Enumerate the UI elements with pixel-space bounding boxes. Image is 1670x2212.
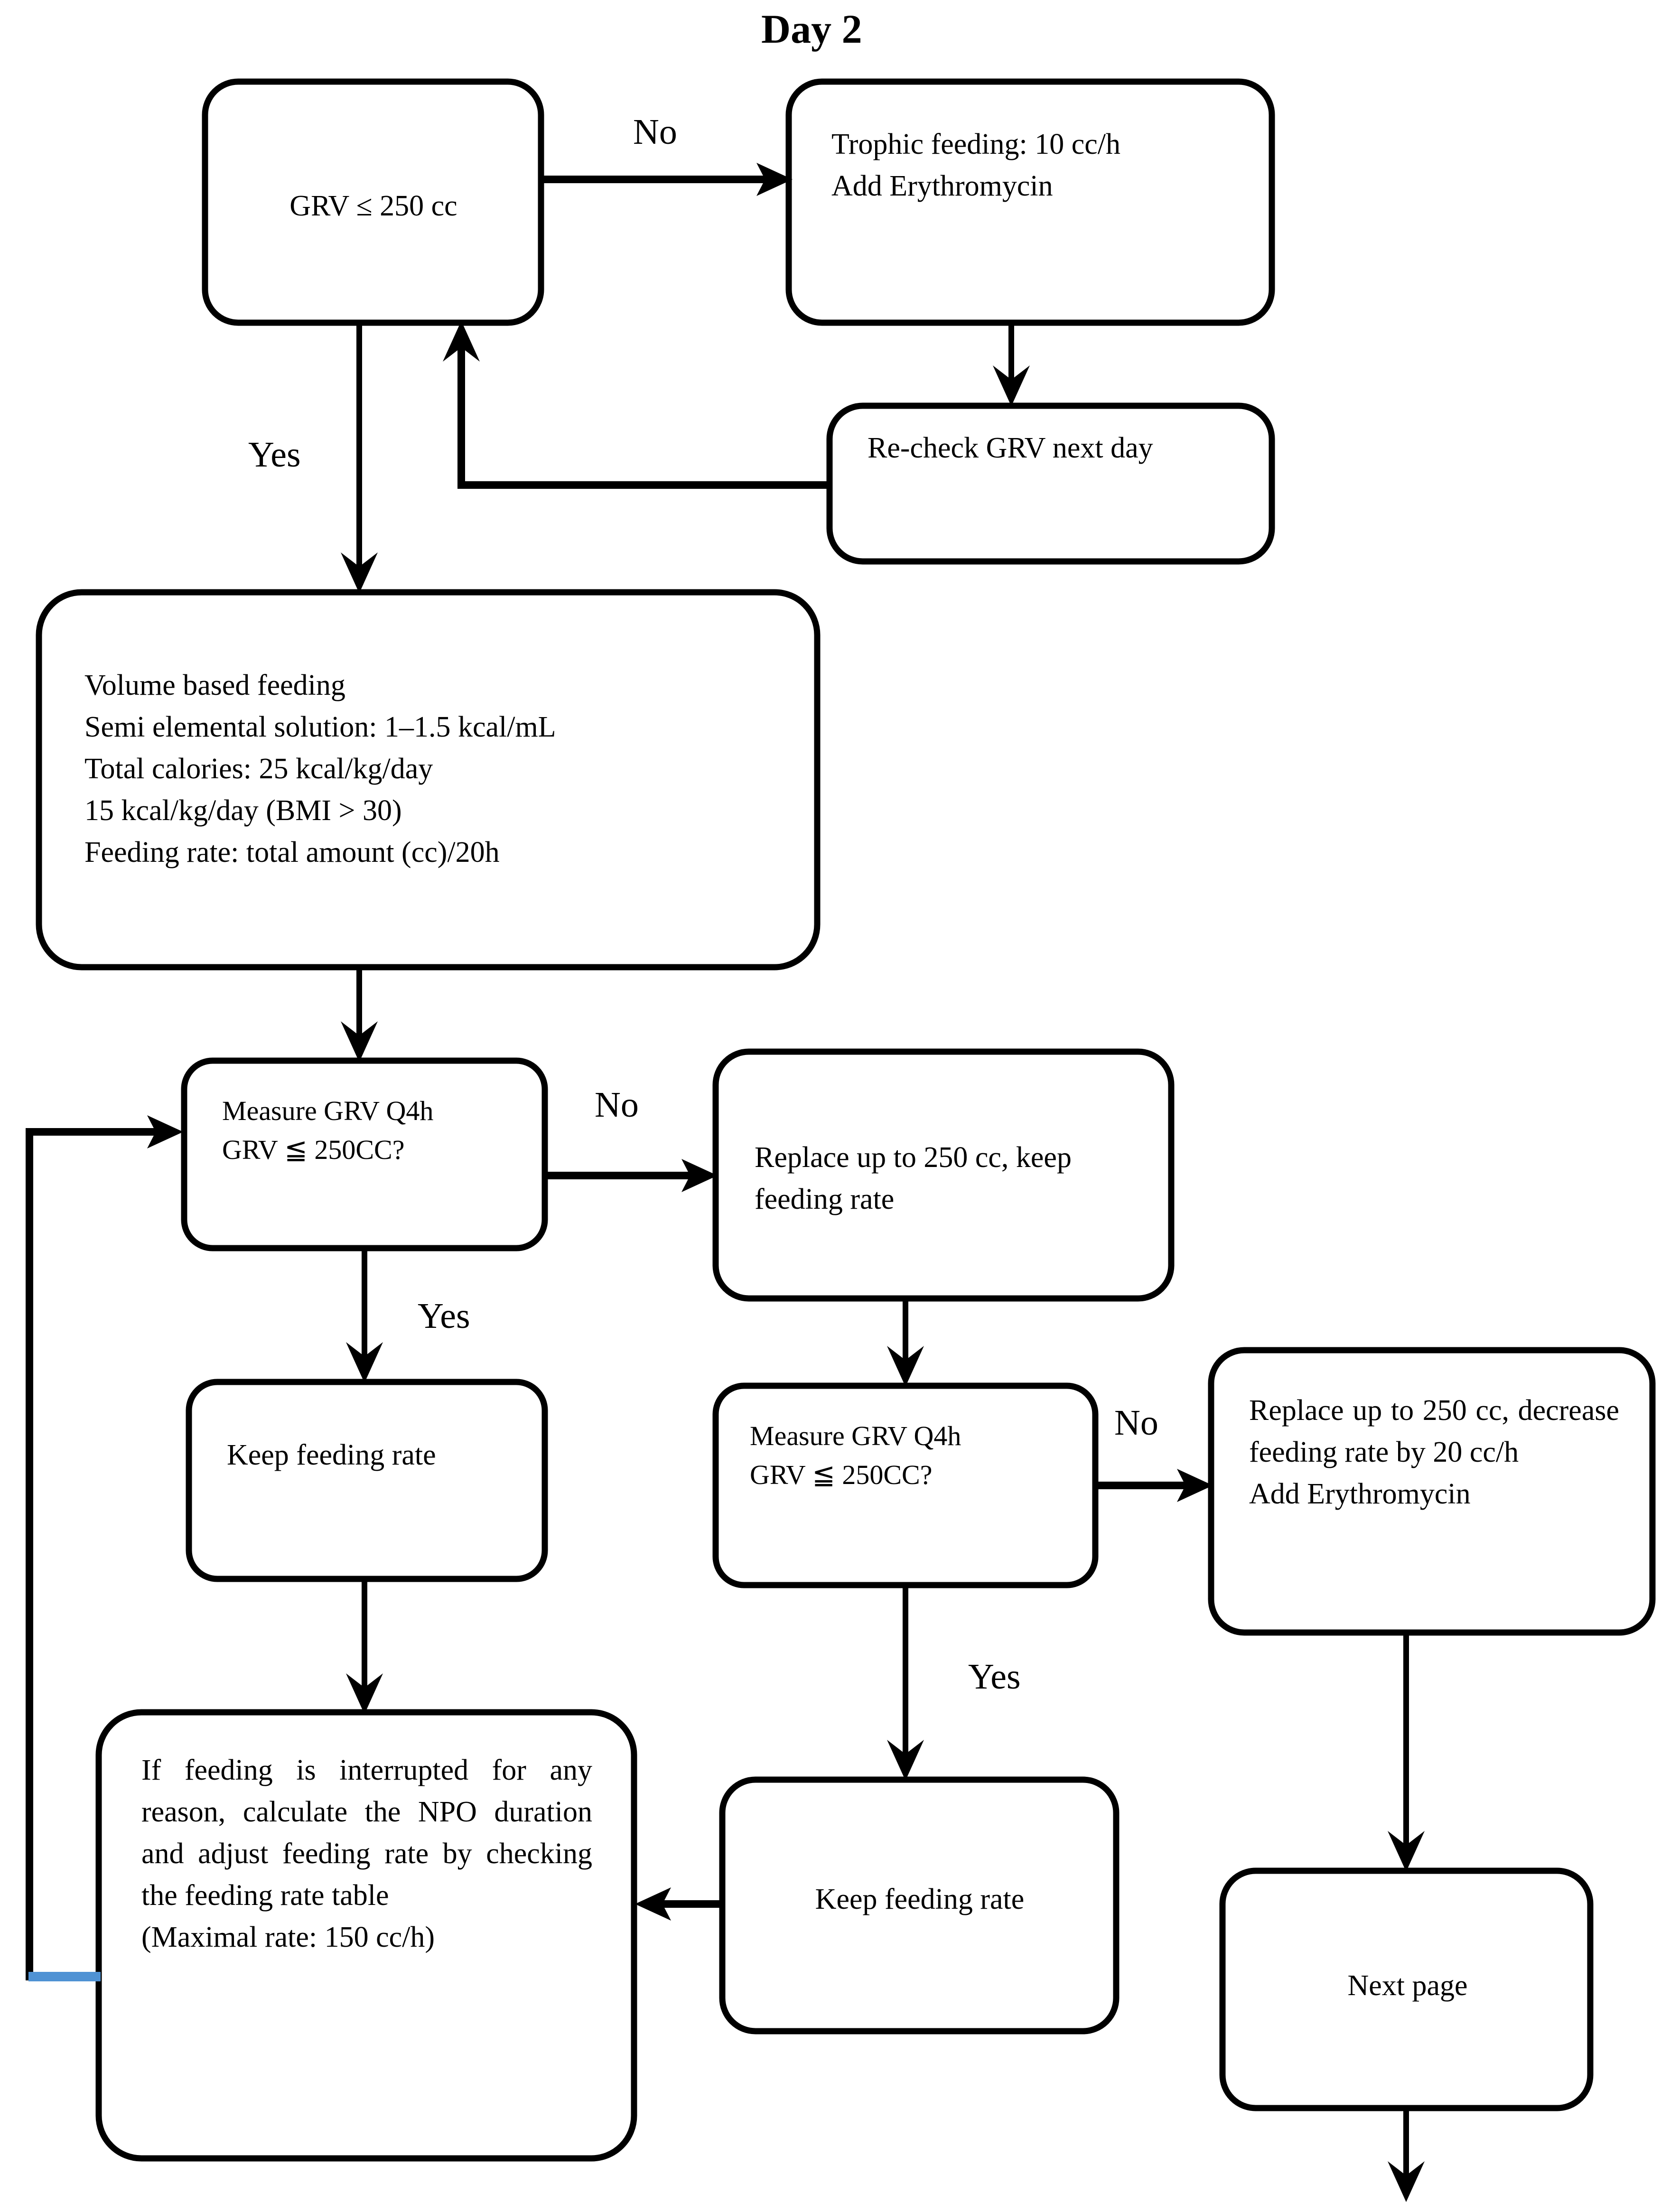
edge-grv-to-trophic [541,163,793,196]
edge-replace2-to-nextpage [1388,1633,1425,1872]
label-volume-feeding: Volume based feeding Semi elemental solu… [84,669,556,869]
edge-measure2-to-keep2 [887,1585,924,1781]
label-replace-keep: Replace up to 250 cc, keep feeding rate [755,1141,1079,1216]
label-trophic-feeding: Trophic feeding: 10 cc/h Add Erythromyci… [831,128,1120,203]
edge-measure1-to-replace1 [545,1159,718,1192]
node-volume-feeding[interactable] [36,589,821,971]
edge-measure2-to-replace2 [1095,1469,1213,1502]
edge-label-yes-1: Yes [248,435,301,475]
edge-label-no-1: No [633,112,677,152]
edge-recheck-to-grv [443,321,830,489]
edge-volume-to-measure1 [341,967,378,1062]
page-title-day: Day 2 [761,6,862,52]
edge-keep2-to-interrupt [635,1887,722,1921]
label-replace-decrease: Replace up to 250 cc, decrease feeding r… [1249,1394,1619,1511]
edge-grv-to-volume [341,323,378,593]
label-measure-grv-2: Measure GRV Q4h GRV ≦ 250CC? [750,1420,961,1491]
node-grv-check[interactable] [202,78,544,326]
edge-keep1-to-interrupt [346,1579,383,1714]
edge-nextpage-out [1388,2108,1425,2202]
edge-replace1-to-measure2 [887,1298,924,1387]
edge-interrupt-to-measure1 [26,1115,183,1981]
node-keep-rate-1[interactable] [186,1379,548,1582]
edge-measure1-to-keep1 [346,1248,383,1383]
node-replace-decrease[interactable] [1208,1347,1656,1636]
label-measure-grv-1: Measure GRV Q4h GRV ≦ 250CC? [222,1095,434,1166]
edge-label-yes-2: Yes [418,1296,470,1336]
label-keep-rate-1: Keep feeding rate [227,1439,436,1471]
label-next-page: Next page [1347,1969,1468,2002]
edge-label-yes-3: Yes [968,1657,1021,1697]
label-interrupted: If feeding is interrupted for any reason… [141,1754,592,1954]
node-trophic-feeding[interactable] [785,78,1275,326]
label-grv-check: GRV ≤ 250 cc [289,190,457,222]
edge-label-no-3: No [1114,1403,1158,1443]
label-keep-rate-2: Keep feeding rate [815,1883,1025,1915]
edge-trophic-to-recheck [993,323,1030,406]
label-recheck-grv: Re-check GRV next day [868,432,1153,464]
node-interrupted[interactable] [95,1709,637,2162]
edge-label-no-2: No [595,1085,639,1125]
